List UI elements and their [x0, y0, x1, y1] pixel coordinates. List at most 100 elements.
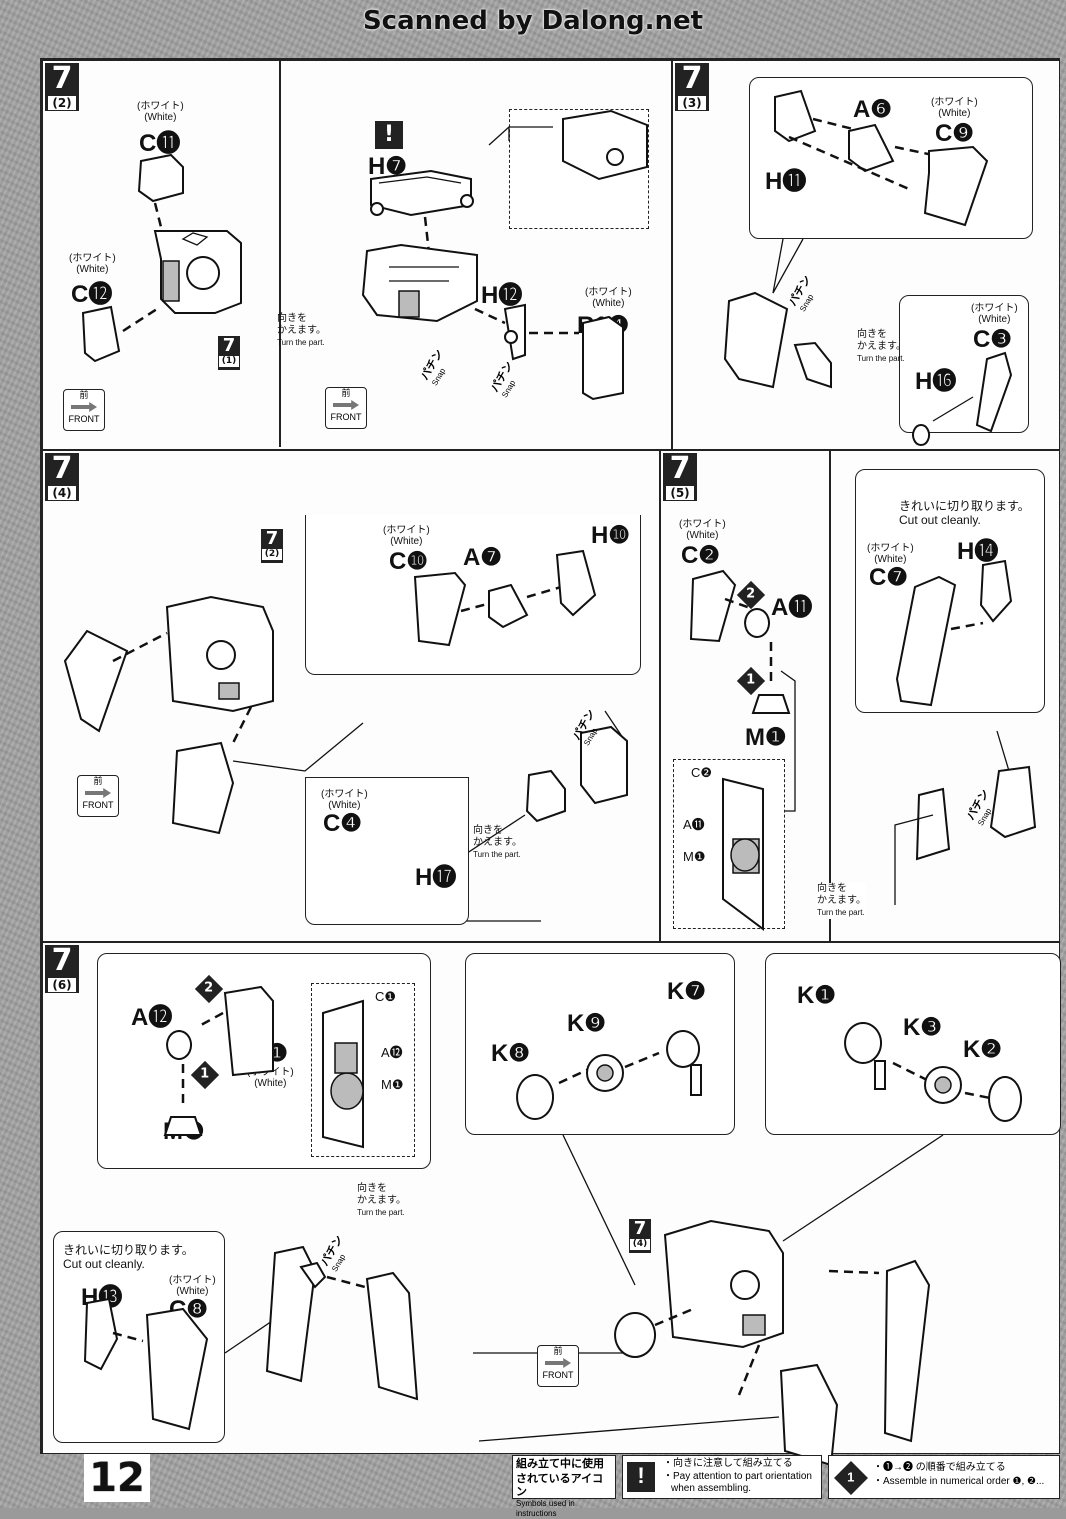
attention-icon: ! [627, 1462, 655, 1492]
legend-attention-en1: ・Pay attention to part orientation [663, 1471, 812, 1482]
part-label: K❼ [667, 978, 706, 1005]
cut-note-jp: きれいに切り取ります。 [63, 1243, 194, 1257]
torso-part-illustration [81, 153, 242, 363]
color-note: (ホワイト)(White) [679, 519, 726, 541]
part-label: H⓫ [765, 168, 807, 195]
inset-label: C❶ [375, 989, 397, 1004]
subassembly-callout [305, 777, 469, 925]
joint-parts-illustration [844, 1022, 1023, 1122]
part-label: H⓮ [957, 538, 999, 565]
legend-order-en: ・Assemble in numerical order ❶, ❷... [873, 1476, 1045, 1487]
part-label: C⓬ [71, 281, 113, 308]
legend-order-jp: ・❶→❷ の順番で組み立てる [873, 1462, 1006, 1473]
step-substep: (2) [47, 95, 77, 111]
part-label: C❷ [681, 542, 720, 569]
part-label: C❹ [323, 810, 362, 837]
color-note: (ホワイト)(White) [169, 1275, 216, 1297]
divider [279, 61, 281, 447]
arrow-icon [85, 788, 111, 798]
legend-title: 組み立て中に使用 されているアイコン Symbols used in instr… [512, 1455, 616, 1518]
small-parts-illustration [912, 351, 1013, 446]
armor-assembly-illustration [723, 89, 989, 389]
leg-armor-illustration [894, 559, 1037, 905]
part-label: K❾ [567, 1010, 606, 1037]
leg-armor-illustration [83, 1245, 419, 1431]
part-label: A❼ [463, 544, 502, 571]
part-label: H❿ [591, 522, 630, 549]
part-label: C❼ [869, 564, 908, 591]
step-number: 7 [51, 61, 73, 96]
step-badge: 7(6) [45, 945, 79, 993]
hip-armor-illustration [63, 595, 364, 835]
part-label: H⓬ [481, 282, 523, 309]
color-note: (ホワイト)(White) [931, 97, 978, 119]
step-7-5-panel: 7(5) (ホワイト)(White) C❷ A⓫ M❶ 2 1 C❷ A⓫ M❶… [660, 450, 1060, 942]
inner-armor-illustration [378, 549, 628, 922]
waist-assembly-illustration [473, 1134, 944, 1467]
divider [829, 451, 831, 941]
step-badge: 7 (2) [45, 63, 79, 111]
subassembly-callout [305, 515, 641, 675]
legend-title-jp2: されているアイコン [516, 1473, 604, 1498]
color-note: (ホワイト)(White) [69, 253, 116, 275]
page-number: 12 [84, 1454, 150, 1502]
legend-attention-en2: when assembling. [671, 1483, 752, 1494]
ref-step-badge: 7(4) [629, 1219, 651, 1253]
turn-note: 向きをかえます。Turn the part. [473, 825, 522, 859]
step-badge: 7(3) [675, 63, 709, 111]
inset-label: M❶ [683, 849, 706, 864]
watermark: Scanned by Dalong.net [362, 6, 704, 36]
hip-assembly-illustration [361, 109, 648, 401]
ref-step-badge: 7(2) [261, 529, 283, 563]
part-label: A⓫ [771, 594, 813, 621]
inset-illustration [322, 999, 364, 1149]
cut-note-en: Cut out cleanly. [899, 513, 981, 527]
part-label: C❸ [973, 326, 1012, 353]
arrow-icon [333, 400, 359, 410]
inset-label: A⓫ [683, 817, 705, 832]
part-label: C❿ [389, 548, 428, 575]
legend-title-en: Symbols used in instructions [516, 1499, 575, 1518]
part-label: H⓱ [415, 864, 457, 891]
step-7-2-panel: 7 (2) (ホワイト)(White) C⓫ (ホワイト)(White) C⓬ … [42, 60, 672, 450]
inset-label: A⓬ [381, 1045, 403, 1060]
inset-label: M❶ [381, 1077, 404, 1092]
color-note: (ホワイト)(White) [867, 543, 914, 565]
inset-illustration [722, 777, 764, 931]
step-badge: 7(4) [45, 453, 79, 501]
instruction-page: 7 (2) (ホワイト)(White) C⓫ (ホワイト)(White) C⓬ … [40, 58, 1061, 1467]
order-icon: 1 [834, 1461, 868, 1495]
turn-note: 向きをかえます。Turn the part. [857, 329, 906, 363]
part-label: A❻ [853, 96, 892, 123]
legend-attention-jp: ・向きに注意して組み立てる [663, 1458, 793, 1469]
step-badge: 7(5) [663, 453, 697, 501]
part-label: K❸ [903, 1014, 942, 1041]
arrow-icon [545, 1358, 571, 1368]
turn-note: 向きをかえます。Turn the part. [277, 313, 326, 347]
part-label: K❶ [797, 982, 836, 1009]
ref-step-badge: 7(1) [218, 336, 240, 370]
legend-attention: ! ・向きに注意して組み立てる ・Pay attention to part o… [622, 1455, 822, 1499]
color-note: (ホワイト)(White) [321, 789, 368, 811]
arrow-icon [71, 402, 97, 412]
part-label: H⓰ [915, 368, 957, 395]
attention-icon: ! [375, 121, 403, 149]
legend-title-jp1: 組み立て中に使用 [516, 1458, 604, 1470]
color-note: (ホワイト)(White) [585, 287, 632, 309]
legend-order: 1 ・❶→❷ の順番で組み立てる ・Assemble in numerical … [828, 1455, 1060, 1499]
color-note: (ホワイト)(White) [247, 1067, 294, 1089]
part-label: C❾ [935, 120, 974, 147]
cut-note-jp: きれいに切り取ります。 [899, 499, 1030, 513]
turn-note: 向きをかえます。Turn the part. [357, 1183, 406, 1217]
part-label: C⓫ [139, 130, 181, 157]
part-label: A⓬ [131, 1004, 173, 1031]
part-label: K❷ [963, 1036, 1002, 1063]
color-note: (ホワイト)(White) [137, 101, 184, 123]
cut-note-en: Cut out cleanly. [63, 1257, 145, 1271]
